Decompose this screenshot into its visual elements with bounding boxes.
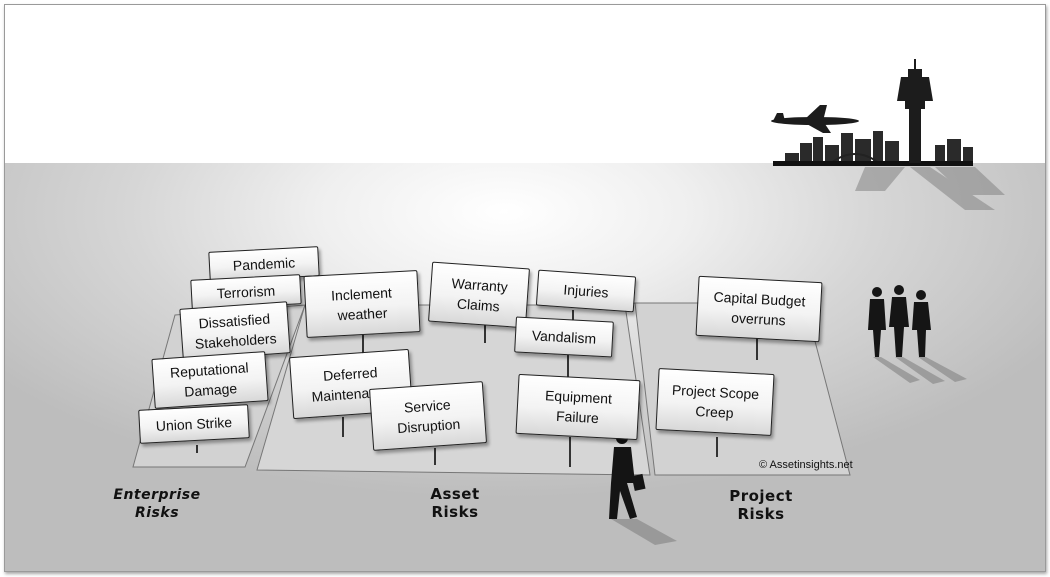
business-people-icon	[868, 285, 931, 357]
airplane-icon	[771, 105, 859, 133]
enterprise-risks-label: Enterprise Risks	[113, 487, 201, 521]
copyright-text: © Assetinsights.net	[759, 459, 853, 471]
risk-sign-union-strike: Union Strike	[138, 404, 250, 444]
risk-sign-warranty-claims: Warranty Claims	[428, 261, 530, 329]
sky-area	[5, 5, 1045, 163]
risk-sign-reputational-damage: Reputational Damage	[151, 351, 269, 409]
asset-risks-label: Asset Risks	[430, 485, 480, 521]
risk-sign-service-disruption: Service Disruption	[368, 381, 488, 451]
diagram-frame: Pandemic Terrorism Dissatisfied Stakehol…	[4, 4, 1046, 572]
risk-sign-vandalism: Vandalism	[514, 316, 614, 358]
project-risks-label: Project Risks	[729, 487, 793, 523]
worker-shadow	[611, 519, 677, 545]
risk-sign-equipment-failure: Equipment Failure	[515, 373, 641, 441]
risk-sign-capital-budget-overruns: Capital Budget overruns	[695, 275, 823, 343]
city-skyline-icon	[773, 131, 973, 166]
risk-sign-dissatisfied-stakeholders: Dissatisfied Stakeholders	[179, 301, 291, 361]
business-people-shadow	[873, 357, 967, 384]
skyline-shadow	[855, 167, 1005, 210]
risk-sign-inclement-weather: Inclement weather	[303, 270, 421, 338]
risk-sign-injuries: Injuries	[535, 269, 637, 313]
risk-sign-project-scope-creep: Project Scope Creep	[655, 368, 775, 436]
control-tower-icon	[897, 59, 933, 163]
